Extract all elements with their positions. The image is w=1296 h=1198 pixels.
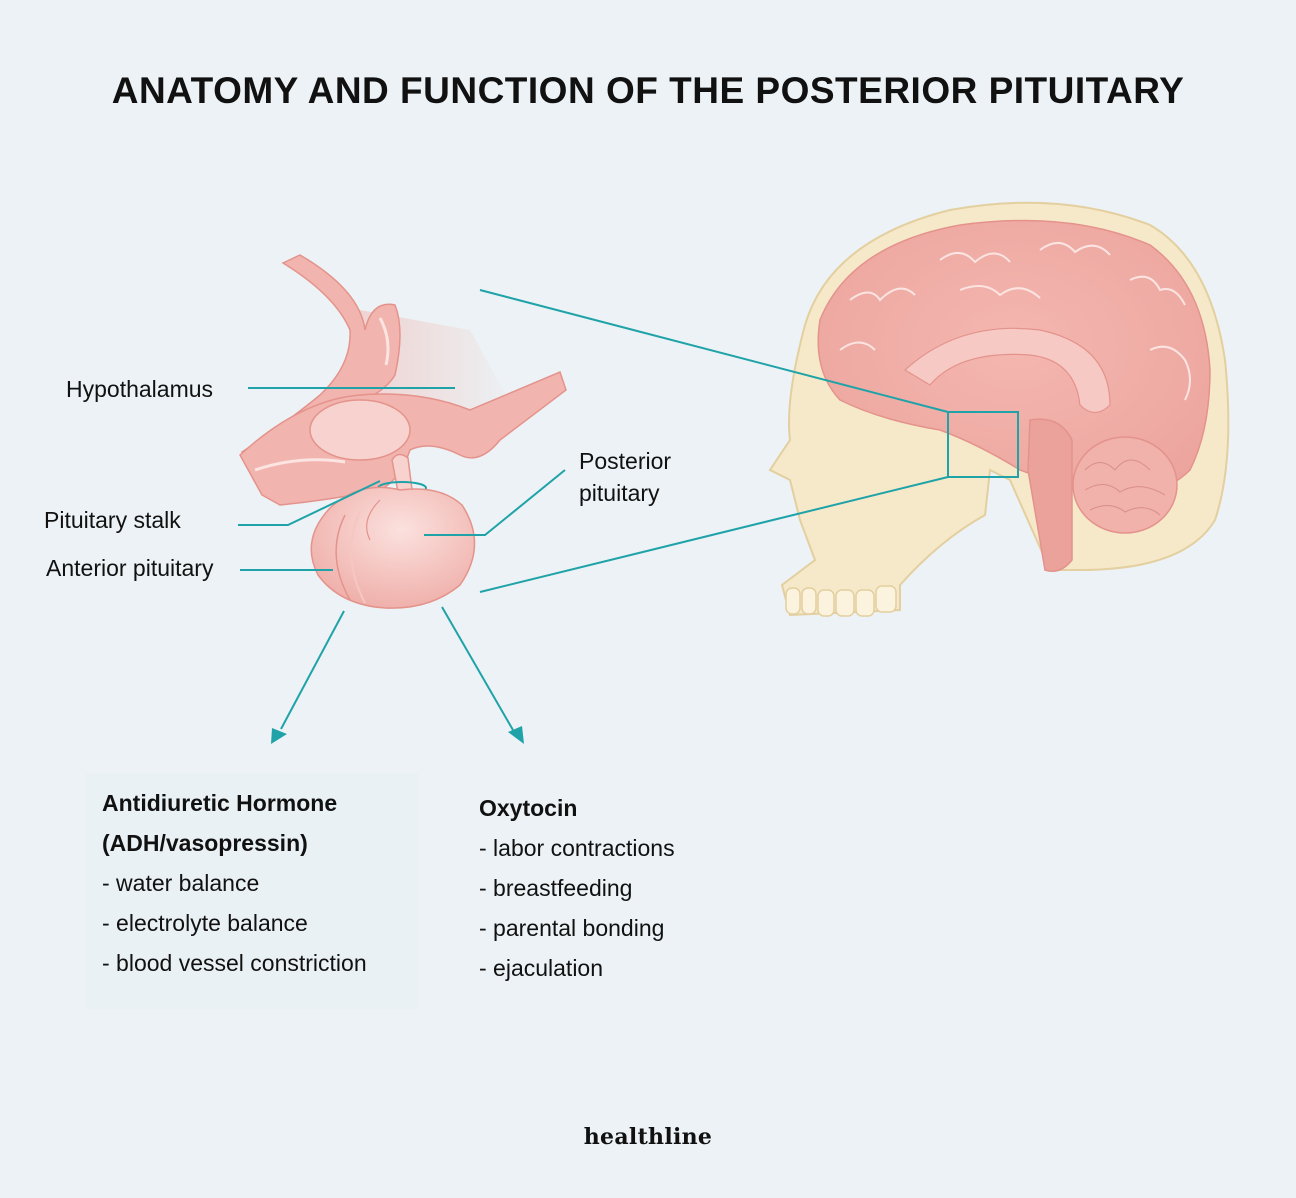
page-title: ANATOMY AND FUNCTION OF THE POSTERIOR PI…	[111, 70, 1185, 111]
label-pituitary-stalk: Pituitary stalk	[44, 507, 181, 533]
oxytocin-panel: Oxytocin - labor contractions - breastfe…	[479, 788, 675, 988]
oxytocin-heading: Oxytocin	[479, 795, 578, 821]
arrow-to-adh	[271, 728, 287, 744]
pituitary-gland-shape	[310, 486, 476, 609]
mammillary-body	[309, 399, 411, 461]
label-posterior-pituitary-line2: pituitary	[579, 480, 660, 506]
adh-panel: Antidiuretic Hormone (ADH/vasopressin) -…	[86, 773, 418, 1009]
adh-function-item: - electrolyte balance	[102, 910, 308, 936]
adh-heading-line1: Antidiuretic Hormone	[102, 790, 338, 816]
label-anterior-pituitary: Anterior pituitary	[46, 555, 214, 581]
label-posterior-pituitary-line1: Posterior	[579, 448, 672, 474]
leader-lines	[238, 289, 949, 731]
arrow-to-oxytocin	[508, 726, 524, 744]
healthline-logo[interactable]: healthline	[583, 1124, 713, 1150]
pituitary-closeup	[239, 254, 567, 609]
adh-function-item: - blood vessel constriction	[102, 950, 367, 976]
label-hypothalamus: Hypothalamus	[66, 376, 214, 402]
corpus-callosum	[903, 327, 1111, 414]
zoom-box	[947, 411, 1019, 478]
oxytocin-function-item: - labor contractions	[479, 835, 675, 861]
adh-function-item: - water balance	[102, 870, 260, 896]
oxytocin-function-item: - parental bonding	[479, 915, 665, 941]
teeth	[785, 585, 897, 617]
oxytocin-function-item: - breastfeeding	[479, 875, 633, 901]
oxytocin-function-item: - ejaculation	[479, 955, 604, 981]
adh-heading-line2: (ADH/vasopressin)	[102, 830, 308, 856]
brainstem	[1027, 418, 1073, 572]
arrowheads	[271, 726, 524, 744]
cerebellum	[1072, 436, 1178, 534]
head-section	[768, 201, 1230, 617]
cerebrum	[817, 219, 1211, 501]
gyri	[839, 242, 1191, 401]
